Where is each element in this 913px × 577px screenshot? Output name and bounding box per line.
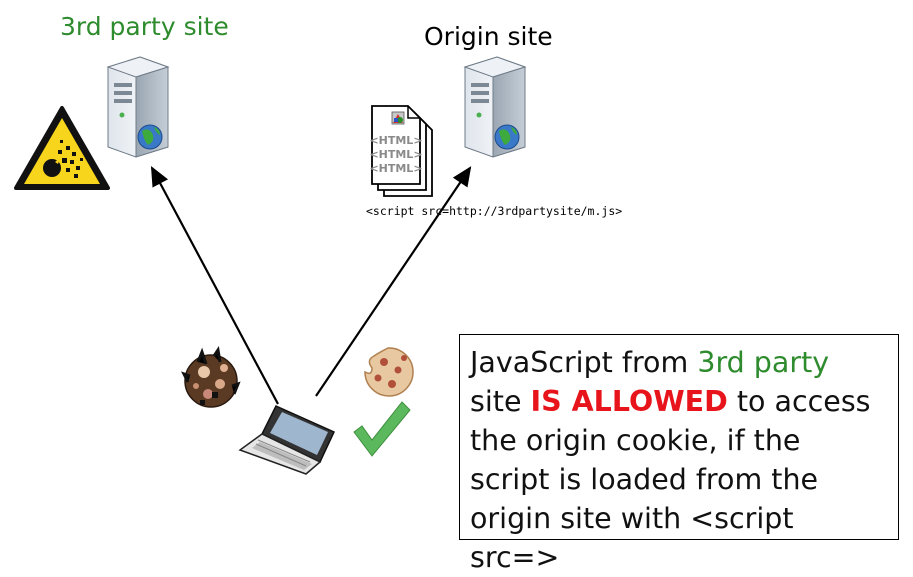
diagram-canvas: <HTML> <HTML> <HTML>	[14, 56, 527, 475]
desc-is-allowed: IS ALLOWED	[530, 385, 728, 418]
third-party-server-icon	[106, 56, 170, 158]
desc-third-party: 3rd party	[697, 346, 830, 379]
origin-cookie-icon	[364, 347, 414, 397]
arrow-to-third-party	[150, 166, 279, 405]
script-tag-code: <script src=http://3rdpartysite/m.js>	[366, 204, 623, 218]
origin-site-label: Origin site	[424, 22, 553, 51]
html-doc-text-1: <HTML>	[369, 134, 422, 147]
third-party-site-label: 3rd party site	[60, 12, 229, 41]
desc-part-1: JavaScript from	[470, 346, 698, 379]
hazard-warning-icon	[14, 106, 110, 190]
html-documents-icon: <HTML> <HTML> <HTML>	[369, 105, 433, 197]
html-doc-text-3: <HTML>	[369, 162, 422, 175]
check-mark-icon	[353, 401, 411, 457]
html-doc-text-2: <HTML>	[369, 148, 422, 161]
desc-part-3: site	[470, 385, 531, 418]
arrow-to-origin	[315, 166, 472, 397]
malicious-cookie-icon	[181, 346, 241, 408]
laptop-icon	[238, 405, 336, 475]
description-box: JavaScript from 3rd party site IS ALLOWE…	[459, 334, 899, 574]
origin-server-icon	[463, 56, 527, 158]
